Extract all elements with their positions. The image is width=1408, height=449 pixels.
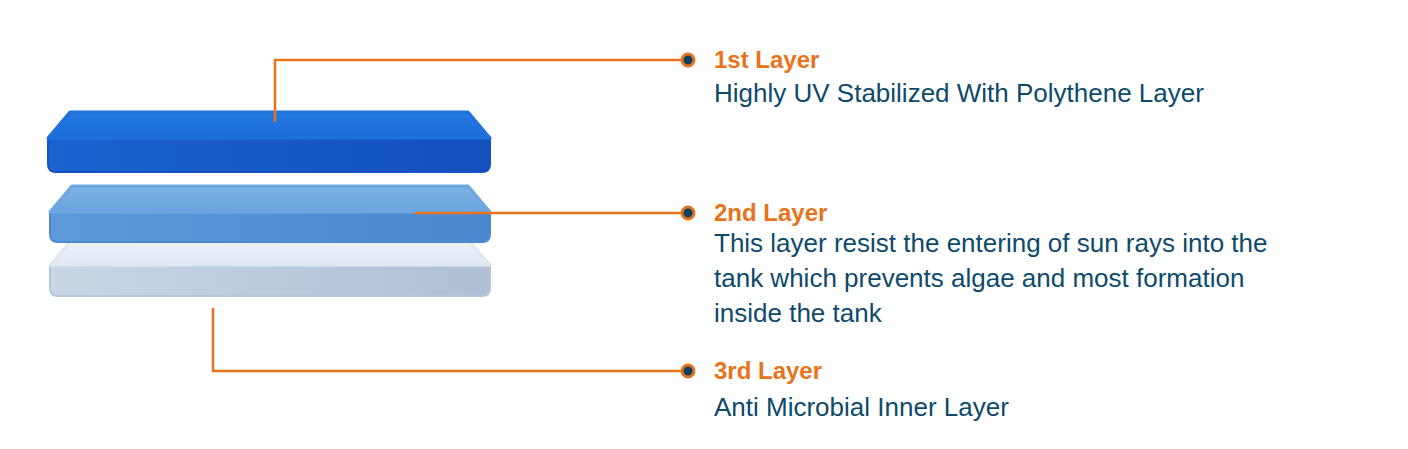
layer-heading: 1st Layer	[714, 45, 1354, 75]
leader-dot	[682, 365, 694, 377]
layer-description: Highly UV Stabilized With Polythene Laye…	[714, 76, 1374, 111]
layer-heading: 3rd Layer	[714, 356, 1354, 386]
layer-description: This layer resist the entering of sun ra…	[714, 226, 1279, 331]
leader-dot	[682, 54, 694, 66]
leader-lines	[213, 60, 681, 371]
leader-line	[275, 60, 681, 122]
outer-layer-slab	[48, 112, 490, 172]
layer-description: Anti Microbial Inner Layer	[714, 390, 1374, 425]
leader-dot	[682, 207, 694, 219]
leader-line	[415, 212, 681, 215]
inner-layer-slab	[50, 240, 490, 296]
leader-line	[213, 308, 681, 371]
layer-heading: 2nd Layer	[714, 198, 1354, 228]
leader-dots	[682, 54, 694, 377]
